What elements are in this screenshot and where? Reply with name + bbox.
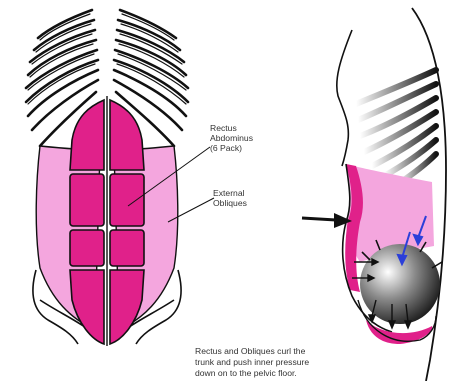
- rectus-label-line-3: (6 Pack): [210, 143, 253, 153]
- obliques-label-line-1: External: [213, 188, 247, 198]
- caption-line-1: Rectus and Obliques curl the: [195, 346, 309, 357]
- side-view: [302, 8, 446, 381]
- rectus-abdominus-label: Rectus Abdominus (6 Pack): [210, 123, 253, 153]
- rectus-label-line-1: Rectus: [210, 123, 253, 133]
- rectus-label-line-2: Abdominus: [210, 133, 253, 143]
- diagram-caption: Rectus and Obliques curl the trunk and p…: [195, 346, 309, 381]
- external-obliques-label: External Obliques: [213, 188, 247, 208]
- side-ribs: [356, 70, 436, 184]
- obliques-label-line-2: Obliques: [213, 198, 247, 208]
- front-view: [26, 10, 188, 346]
- caption-line-2: trunk and push inner pressure: [195, 357, 309, 368]
- caption-line-3: down on to the pelvic floor.: [195, 368, 309, 379]
